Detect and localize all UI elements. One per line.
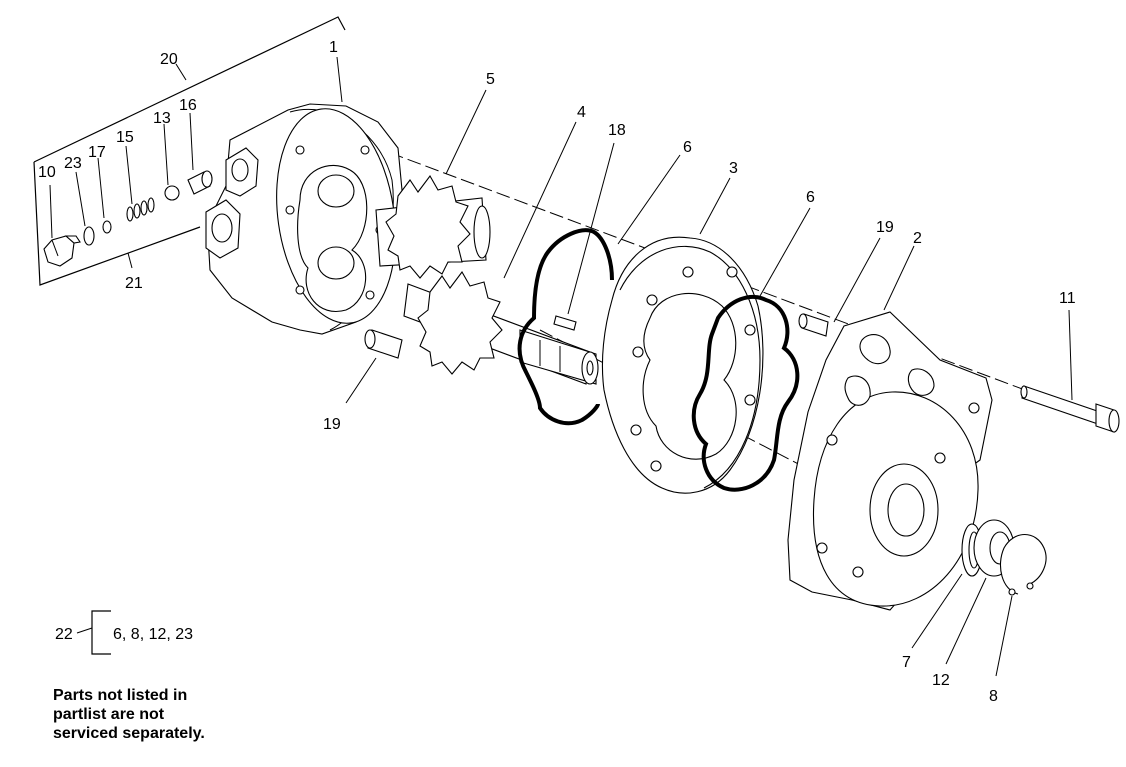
leader-1 <box>336 56 343 103</box>
service-note-line-2: partlist are not <box>53 706 165 723</box>
callout-20: 20 <box>160 51 178 68</box>
callout-5: 5 <box>486 71 495 88</box>
leader-8 <box>995 595 1013 677</box>
leader-20 <box>175 63 187 81</box>
washer-part-17 <box>102 220 112 234</box>
callout-8: 8 <box>989 688 998 705</box>
leader-18 <box>567 142 615 315</box>
leader-16 <box>189 112 194 171</box>
callout-19-upper: 19 <box>876 219 894 236</box>
kit-bracket-22 <box>91 610 111 655</box>
leader-15 <box>125 145 133 205</box>
kit-bracket-20 <box>33 16 346 163</box>
callout-12: 12 <box>932 672 950 689</box>
callout-17: 17 <box>88 144 106 161</box>
retaining-ring-part-8 <box>1000 533 1047 596</box>
callout-22: 22 <box>55 626 73 643</box>
callout-15: 15 <box>116 129 134 146</box>
gear-part-4 <box>403 271 599 385</box>
ball-part-13 <box>164 185 180 201</box>
dowel-part-19-upper <box>798 313 829 337</box>
kit-bracket-21 <box>33 161 201 286</box>
callout-10: 10 <box>38 164 56 181</box>
callout-4: 4 <box>577 104 586 121</box>
spring-part-15 <box>126 197 155 222</box>
callout-3: 3 <box>729 160 738 177</box>
gear-body-part-3 <box>601 236 764 494</box>
callout-21: 21 <box>125 275 143 292</box>
leader-19-lower <box>345 357 377 404</box>
leader-11 <box>1068 309 1073 401</box>
leader-7 <box>911 573 963 649</box>
gear-part-5 <box>375 175 491 279</box>
plug-part-10 <box>43 235 81 267</box>
leader-10 <box>49 184 53 239</box>
leader-17 <box>97 157 105 219</box>
callout-7: 7 <box>902 654 911 671</box>
callout-1: 1 <box>329 39 338 56</box>
callout-19-lower: 19 <box>323 416 341 433</box>
oring-part-23 <box>83 226 95 246</box>
leader-3 <box>699 177 731 235</box>
rear-housing-part-1 <box>205 103 403 335</box>
dowel-part-19-lower <box>364 329 403 359</box>
valve-seat-part-16 <box>187 170 213 195</box>
leader-21 <box>127 252 133 269</box>
bolt-part-11 <box>1020 385 1120 433</box>
service-note-line-1: Parts not listed in <box>53 687 188 704</box>
callout-11: 11 <box>1059 290 1076 307</box>
front-cover-part-2 <box>787 311 993 611</box>
leader-6a <box>617 154 681 245</box>
gasket-part-6-left <box>517 228 614 426</box>
callout-23: 23 <box>64 155 82 172</box>
callout-16: 16 <box>179 97 197 114</box>
service-note-line-3: serviced separately. <box>53 725 205 742</box>
service-note: Parts not listed in partlist are not ser… <box>53 686 205 743</box>
leader-2 <box>883 245 915 311</box>
leader-12 <box>945 577 987 665</box>
key-part-18 <box>553 315 577 331</box>
kit-22-contents: 6, 8, 12, 23 <box>113 626 193 643</box>
callout-6-right: 6 <box>806 189 815 206</box>
callout-13: 13 <box>153 110 171 127</box>
callout-18: 18 <box>608 122 626 139</box>
leader-5 <box>445 89 487 175</box>
callout-2: 2 <box>913 230 922 247</box>
leader-23 <box>75 171 86 227</box>
leader-4 <box>503 121 577 279</box>
callout-6-upper: 6 <box>683 139 692 156</box>
leader-13 <box>163 123 169 186</box>
leader-6b <box>759 207 811 297</box>
gasket-part-6-right <box>691 294 800 492</box>
leader-22 <box>76 627 93 634</box>
leader-19-upper <box>833 237 881 323</box>
